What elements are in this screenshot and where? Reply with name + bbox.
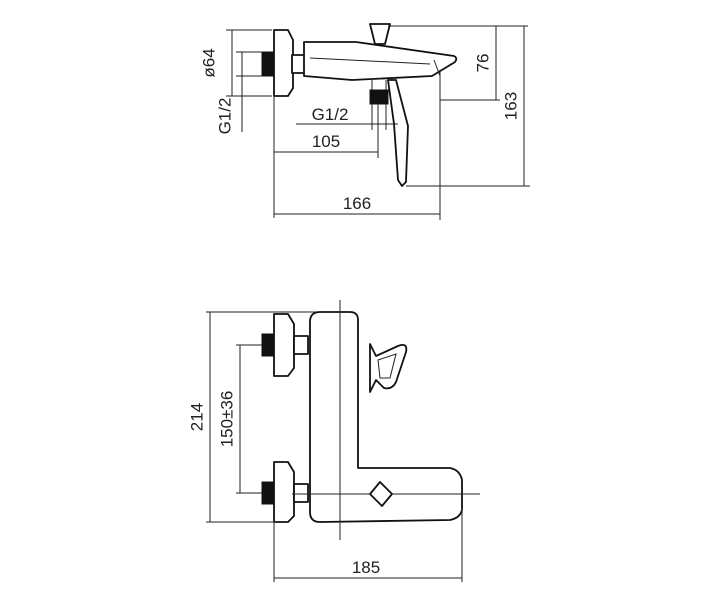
dim-166-label: 166 xyxy=(343,194,371,213)
side-escutcheon xyxy=(273,29,294,97)
dim-spacing-label: 150±36 xyxy=(217,391,236,448)
dim-105-label: 105 xyxy=(312,132,340,151)
front-lower-collar xyxy=(293,483,309,503)
side-thread-block xyxy=(369,89,389,105)
dim-76-label: 76 xyxy=(473,54,492,73)
side-view: ø64 G1/2 G1/2 105 166 76 163 xyxy=(199,23,530,220)
dim-163-label: 163 xyxy=(501,92,520,120)
front-main-body xyxy=(309,311,463,523)
dim-thread-left-label: G1/2 xyxy=(215,98,234,135)
front-upper-connector xyxy=(261,333,275,357)
dim-diameter-label: ø64 xyxy=(199,48,218,77)
side-lever xyxy=(387,79,409,187)
dim-214-label: 214 xyxy=(187,403,206,431)
front-lower-escutcheon xyxy=(273,461,295,523)
side-diverter xyxy=(433,59,441,77)
dim-thread-center-label: G1/2 xyxy=(312,105,349,124)
side-spout-line xyxy=(309,57,431,65)
front-upper-collar xyxy=(293,335,309,355)
front-handle xyxy=(369,343,408,393)
front-diverter-knob xyxy=(369,481,393,507)
side-spout xyxy=(303,41,458,81)
side-connector-block xyxy=(261,51,275,77)
side-top-knob xyxy=(369,23,391,45)
dim-185-label: 185 xyxy=(352,558,380,577)
front-handle-inner xyxy=(377,353,397,379)
front-lower-connector xyxy=(261,481,275,505)
front-view: 214 150±36 185 xyxy=(187,300,480,582)
front-upper-escutcheon xyxy=(273,313,295,377)
